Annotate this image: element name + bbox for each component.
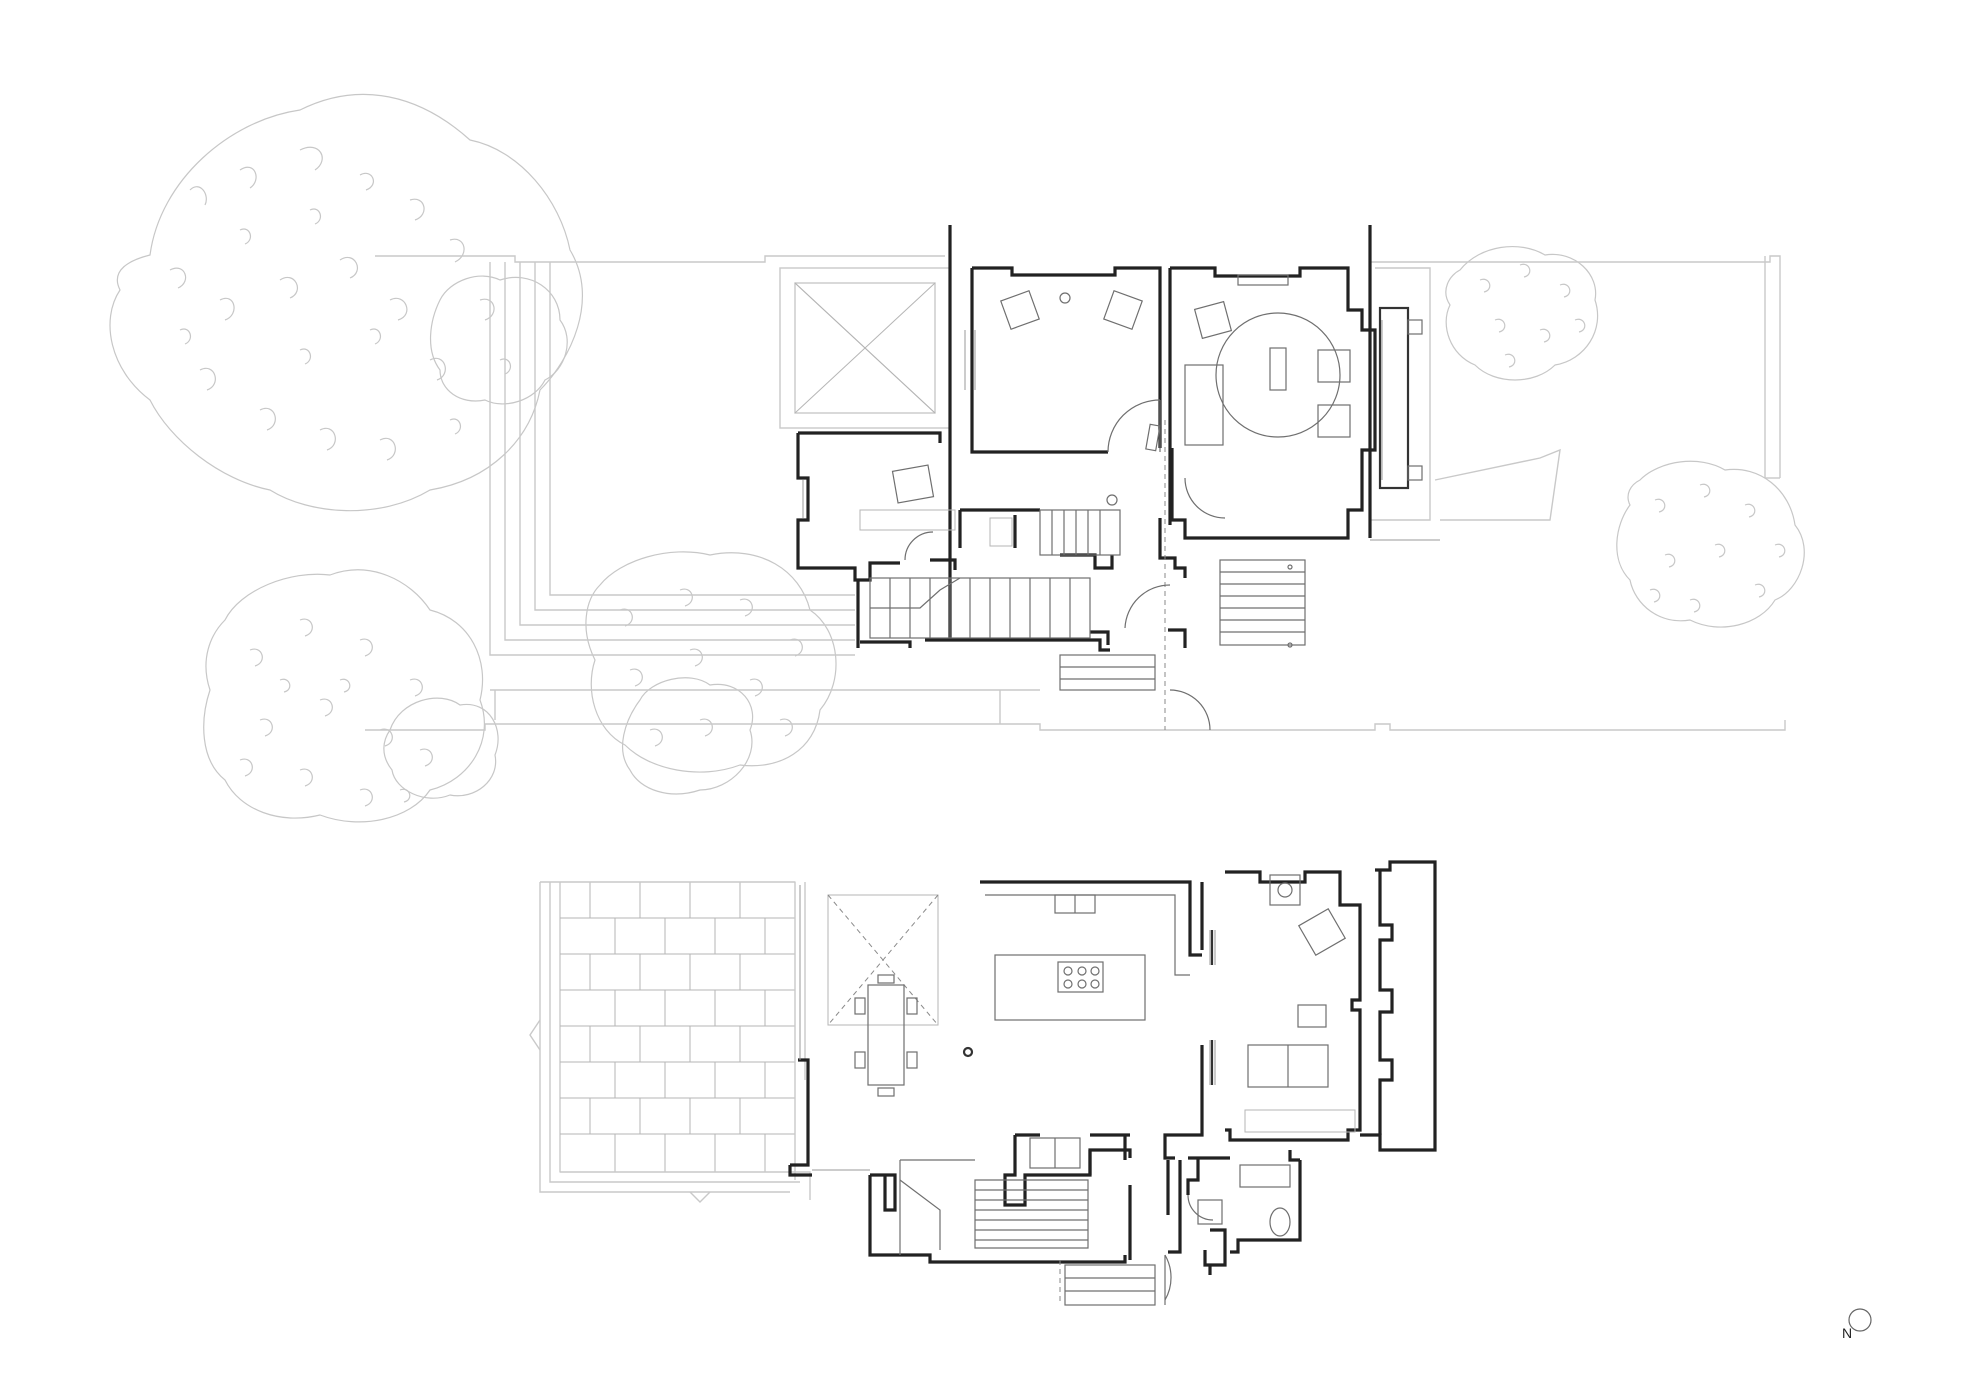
armchair-icon [891, 290, 1351, 504]
round-table-icon [1215, 312, 1341, 438]
stair-icon [899, 1159, 1089, 1255]
upper-floor-plan [796, 225, 1440, 731]
hob-icon [1057, 961, 1104, 993]
tree-canopy-icon [109, 93, 1805, 823]
lower-floor-plan [529, 860, 1437, 1306]
armchair-icon [1297, 907, 1347, 957]
north-arrow-icon: N [1842, 1308, 1872, 1341]
stair-icon [869, 577, 1091, 639]
sofa-icon [1184, 364, 1224, 446]
north-label: N [1842, 1325, 1852, 1341]
patio-paving [559, 881, 796, 1173]
